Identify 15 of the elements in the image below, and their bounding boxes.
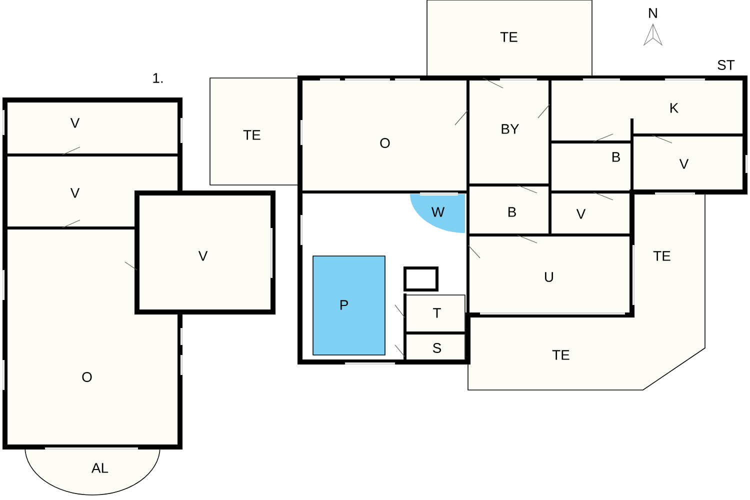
pool: P [312, 256, 386, 356]
terrace: TE [210, 78, 300, 186]
floor-number: 1. [153, 73, 163, 83]
north-label: N [649, 8, 657, 18]
room: V [4, 100, 180, 156]
room: V [632, 134, 746, 192]
room: B [468, 184, 550, 236]
tub-area: W [410, 194, 465, 233]
room: V [4, 154, 180, 228]
terrace: TE [426, 0, 592, 78]
bay: AL [24, 446, 160, 496]
room: S [404, 332, 466, 360]
room: V [136, 192, 274, 312]
room: T [404, 294, 466, 334]
room: B [550, 142, 632, 192]
